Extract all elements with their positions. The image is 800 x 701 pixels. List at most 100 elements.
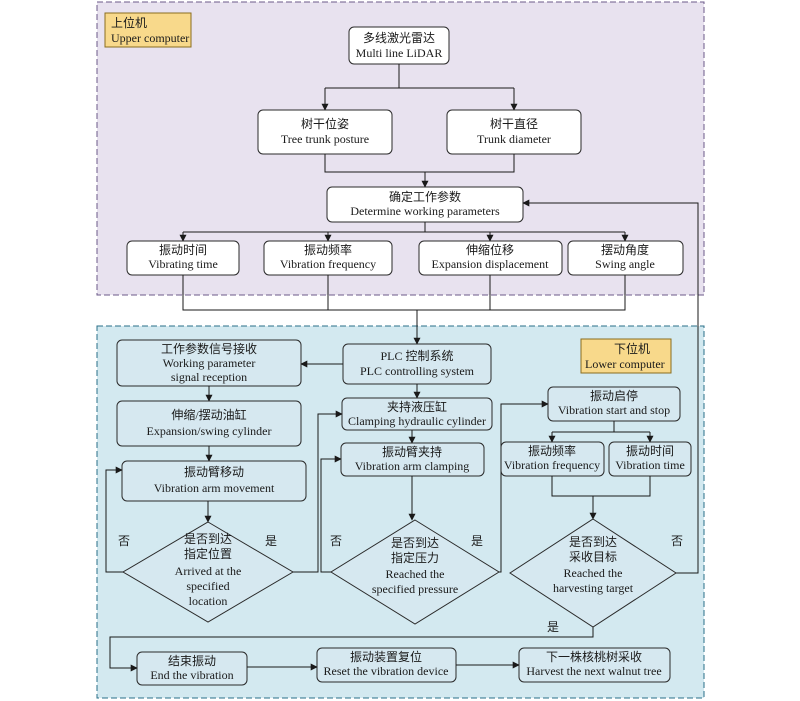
node-clamping-cylinder: 夹持液压缸 Clamping hydraulic cylinder [341,397,493,431]
svg-text:signal reception: signal reception [171,370,247,384]
node-trunk-posture: 树干位姿 Tree trunk posture [257,109,393,155]
decision-arrived-location: 是否到达 指定位置 Arrived at the specified locat… [122,521,294,623]
edge-location-yes [293,410,343,573]
svg-text:specified pressure: specified pressure [372,582,458,596]
svg-text:Working parameter: Working parameter [163,356,256,370]
svg-text:Vibration start and stop: Vibration start and stop [558,403,670,417]
svg-text:Arrived at the: Arrived at the [175,564,242,578]
node-vibration-time-2: 振动时间 Vibration time [608,441,692,477]
svg-text:多线激光雷达: 多线激光雷达 [363,31,435,45]
svg-text:specified: specified [186,579,229,593]
svg-text:Harvest the next walnut tree: Harvest the next walnut tree [526,664,661,678]
svg-text:Vibration arm clamping: Vibration arm clamping [355,459,470,473]
upper-computer-tag: 上位机 Upper computer [104,12,192,48]
svg-text:Vibrating time: Vibrating time [148,257,218,271]
label-target-no: 否 [671,534,683,548]
svg-text:Vibration time: Vibration time [615,458,685,472]
node-next-walnut-tree: 下一株核桃树采收 Harvest the next walnut tree [518,647,671,683]
svg-text:振动臂移动: 振动臂移动 [184,465,244,479]
svg-text:Reset the vibration device: Reset the vibration device [324,664,449,678]
svg-text:是否到达: 是否到达 [391,536,439,550]
edge-target-yes [109,627,594,672]
svg-text:Reached the: Reached the [564,566,623,580]
svg-text:Upper computer: Upper computer [111,31,189,45]
svg-text:PLC controlling system: PLC controlling system [360,364,475,378]
svg-text:Determine working parameters: Determine working parameters [350,204,500,218]
node-end-vibration: 结束振动 End the vibration [136,651,248,686]
edge-merge-params [182,275,626,311]
label-target-yes: 是 [547,620,559,634]
svg-text:摆动角度: 摆动角度 [601,242,649,257]
svg-text:Vibration arm movement: Vibration arm movement [154,481,275,495]
svg-text:振动时间: 振动时间 [159,243,207,257]
node-reset-device: 振动装置复位 Reset the vibration device [316,647,457,683]
edges-upper [179,64,629,345]
label-pressure-yes: 是 [471,534,483,548]
svg-text:Vibration frequency: Vibration frequency [504,458,600,472]
node-determine-params: 确定工作参数 Determine working parameters [326,186,524,223]
lower-computer-tag: 下位机 Lower computer [580,338,672,374]
svg-text:上位机: 上位机 [111,15,147,30]
node-swing-angle: 摆动角度 Swing angle [567,240,684,276]
svg-text:确定工作参数: 确定工作参数 [389,189,461,204]
svg-text:振动频率: 振动频率 [528,443,576,458]
svg-text:harvesting target: harvesting target [553,581,634,595]
node-vibration-frequency-2: 振动频率 Vibration frequency [500,441,605,477]
edge-location-no [105,466,123,573]
node-lidar: 多线激光雷达 Multi line LiDAR [348,26,450,65]
svg-text:工作参数信号接收: 工作参数信号接收 [161,341,257,356]
svg-text:伸缩/摆动油缸: 伸缩/摆动油缸 [171,407,246,422]
svg-text:振动装置复位: 振动装置复位 [350,649,422,664]
node-vibration-frequency: 振动频率 Vibration frequency [263,240,393,276]
svg-text:是否到达: 是否到达 [184,532,232,546]
node-vibration-arm-movement: 振动臂移动 Vibration arm movement [121,460,307,502]
edge-target-no-feedback [522,199,699,574]
label-location-yes: 是 [265,534,277,548]
node-expansion-swing-cylinder: 伸缩/摆动油缸 Expansion/swing cylinder [116,400,302,447]
node-vibration-start-stop: 振动启停 Vibration start and stop [547,386,681,422]
label-pressure-no: 否 [330,534,342,548]
svg-text:Clamping hydraulic cylinder: Clamping hydraulic cylinder [348,414,486,428]
svg-text:Expansion/swing cylinder: Expansion/swing cylinder [147,424,272,438]
svg-text:伸缩位移: 伸缩位移 [466,242,514,257]
svg-text:PLC 控制系统: PLC 控制系统 [380,349,453,363]
decision-harvesting-target: 是否到达 采收目标 Reached the harvesting target [509,518,677,628]
svg-text:下位机: 下位机 [614,341,650,356]
svg-text:Lower computer: Lower computer [585,357,665,371]
svg-text:Swing angle: Swing angle [595,257,655,271]
svg-text:树干位姿: 树干位姿 [301,116,349,131]
node-expansion-displacement: 伸缩位移 Expansion displacement [418,240,563,276]
node-trunk-diameter: 树干直径 Trunk diameter [446,109,582,155]
svg-text:振动时间: 振动时间 [626,444,674,458]
edges-lower [105,199,699,672]
node-vibrating-time: 振动时间 Vibrating time [126,240,240,276]
svg-text:Trunk diameter: Trunk diameter [477,132,551,146]
svg-text:是否到达: 是否到达 [569,535,617,549]
node-signal-reception: 工作参数信号接收 Working parameter signal recept… [116,339,302,387]
node-vibration-arm-clamping: 振动臂夹持 Vibration arm clamping [340,442,485,477]
svg-text:树干直径: 树干直径 [490,116,538,131]
svg-text:Expansion displacement: Expansion displacement [432,257,550,271]
edge-pressure-yes [499,400,549,573]
edge-pressure-no [320,455,342,573]
edge-merge-inputs [324,154,515,173]
svg-text:Vibration frequency: Vibration frequency [280,257,376,271]
node-plc-system: PLC 控制系统 PLC controlling system [342,343,492,385]
svg-text:指定位置: 指定位置 [184,546,232,561]
svg-text:夹持液压缸: 夹持液压缸 [387,399,447,414]
svg-text:结束振动: 结束振动 [168,654,216,668]
svg-text:Tree trunk posture: Tree trunk posture [281,132,369,146]
edge-merge-freq-time [551,476,651,497]
label-location-no: 否 [118,534,130,548]
svg-text:location: location [189,594,228,608]
svg-text:振动频率: 振动频率 [304,242,352,257]
svg-text:Multi line LiDAR: Multi line LiDAR [356,46,443,60]
svg-text:振动启停: 振动启停 [590,388,638,403]
svg-text:振动臂夹持: 振动臂夹持 [382,444,442,459]
svg-text:End the vibration: End the vibration [150,668,233,682]
svg-text:下一株核桃树采收: 下一株核桃树采收 [546,649,642,664]
svg-text:Reached the: Reached the [386,567,445,581]
svg-text:采收目标: 采收目标 [569,550,617,564]
svg-text:指定压力: 指定压力 [391,550,439,565]
